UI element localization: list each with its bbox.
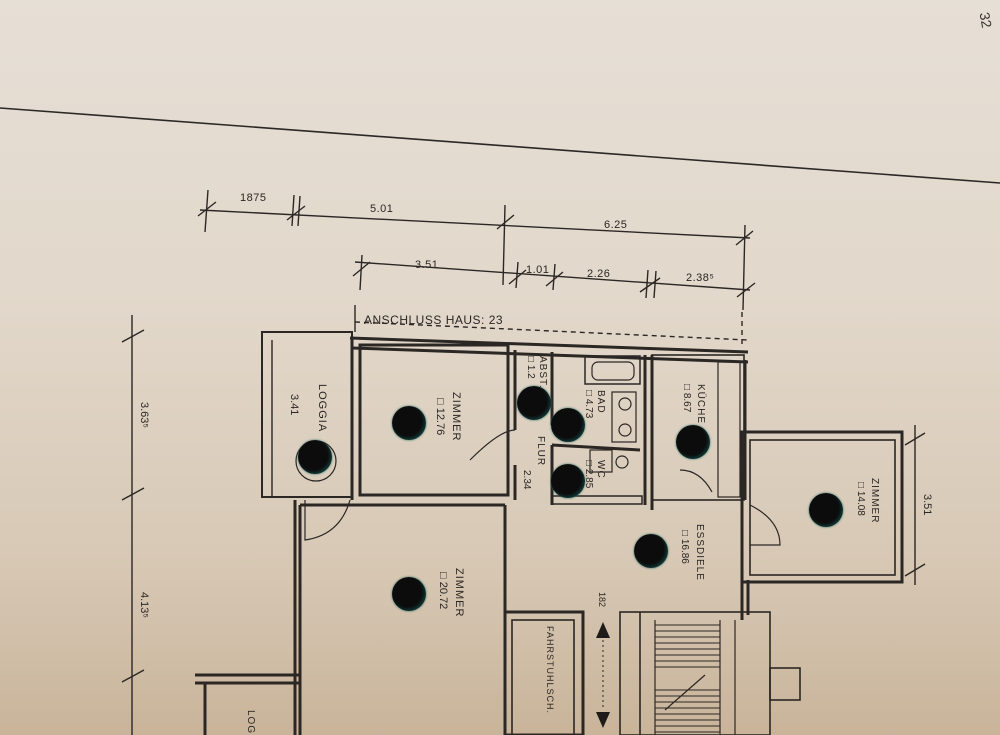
redaction-marker	[634, 534, 668, 568]
room-kueche-name: KÜCHE	[695, 384, 706, 425]
corner-mark: 32	[976, 10, 996, 30]
room-wc-name: WC	[595, 460, 606, 479]
anschluss-label: ANSCHLUSS HAUS: 23	[364, 313, 504, 327]
room-kueche-area: □ 8.67	[681, 384, 692, 413]
dim-right: 3.51	[921, 494, 933, 516]
redaction-marker	[676, 425, 710, 459]
room-zimmer1-area: □ 12.76	[434, 398, 446, 436]
dim-second-4: 2.38⁵	[686, 272, 715, 284]
room-bad-name: BAD	[595, 390, 606, 414]
room-essdiele-area: □ 16.86	[679, 530, 690, 564]
dim-line-second	[354, 261, 751, 291]
direction-arrows	[596, 622, 610, 728]
room-flur-area: 2.34	[521, 470, 532, 490]
redaction-marker	[551, 464, 585, 498]
room-fahrstuhl-name: FAHRSTUHLSCH.	[545, 626, 555, 715]
room-zimmer1-name: ZIMMER	[450, 392, 462, 442]
redaction-marker	[392, 406, 426, 440]
room-zimmer3-area: □ 20.72	[437, 572, 449, 610]
room-loggia2-name: LOG	[245, 710, 256, 735]
room-zimmer3-name: ZIMMER	[453, 568, 465, 618]
room-abst-name: ABST.	[537, 356, 548, 389]
dim-top-1: 1875	[240, 192, 267, 204]
dim-second-1: 3.51	[415, 259, 439, 271]
room-zimmer2-name: ZIMMER	[869, 478, 880, 524]
redaction-marker	[392, 577, 426, 611]
redaction-marker	[298, 440, 332, 474]
dim-left-1: 3.63⁵	[138, 402, 150, 428]
room-loggia-name: LOGGIA	[316, 384, 328, 433]
sheet-edge-line	[0, 107, 1000, 184]
dim-left-2: 4.13⁵	[138, 592, 150, 618]
room-abst-area: □ 1.2	[525, 356, 536, 379]
dim-top-3: 6.25	[604, 219, 628, 231]
room-essdiele-name: ESSDIELE	[694, 524, 705, 581]
dim-top-2: 5.01	[370, 203, 394, 215]
room-loggia-area: 3.41	[288, 394, 300, 416]
room-bad-area: □ 4.73	[583, 390, 594, 419]
arrow-down-icon	[596, 712, 610, 728]
dim-stair: 182	[597, 592, 607, 608]
redaction-marker	[809, 493, 843, 527]
room-flur-name: FLUR	[535, 436, 546, 467]
arrow-up-icon	[596, 622, 610, 638]
dim-second-2: 1.01	[526, 264, 550, 276]
redaction-marker	[551, 408, 585, 442]
dim-second-3: 2.26	[587, 268, 611, 280]
dim-line-top	[199, 209, 751, 239]
room-zimmer2-area: □ 14.08	[855, 482, 866, 516]
redaction-marker	[517, 386, 551, 420]
